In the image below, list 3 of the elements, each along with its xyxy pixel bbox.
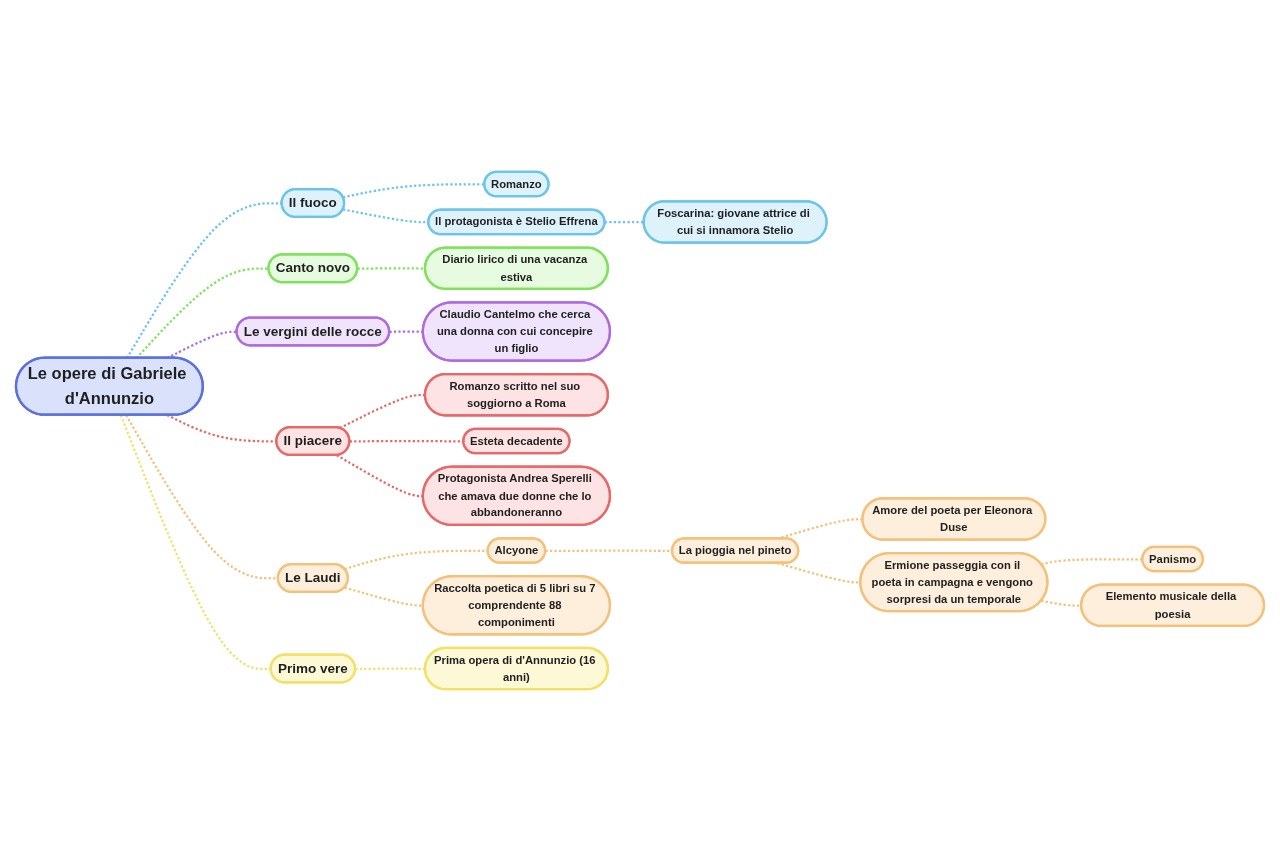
connector: [1041, 599, 1082, 607]
connector: [355, 667, 426, 671]
connector: [342, 183, 485, 199]
